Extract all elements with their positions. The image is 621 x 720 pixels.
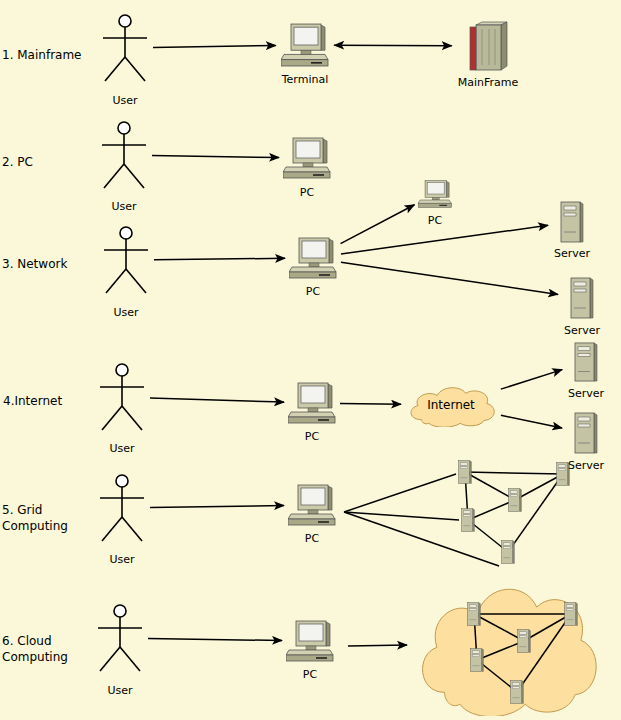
icon-caption: PC [283,186,331,200]
server-icon: Server [566,412,606,474]
user-figure-graphic [102,226,150,294]
row-label: 4.Internet [3,393,123,409]
connector-arrow [150,505,284,507]
user-figure-graphic [98,363,146,431]
mainframe-icon: MainFrame [456,21,521,91]
user-figure-graphic [98,474,146,542]
server-icon: Server [566,342,606,402]
icon-caption: Server [562,324,602,338]
computer-icon: PC [288,484,336,547]
icon-caption: Terminal [280,73,331,87]
computer-icon-graphic [418,180,452,208]
icon-caption: User [96,684,144,698]
icon-caption: Server [566,387,606,401]
connector-arrow [152,155,279,157]
icon-caption: User [98,442,146,456]
user-figure-graphic [100,121,148,189]
connector-arrow [341,225,548,254]
server-icon: Server [552,201,592,262]
icon-caption: User [100,200,148,214]
computer-icon: PC [418,180,452,229]
row-label: 1. Mainframe [2,47,122,63]
row-label: 6. Cloud Computing [2,633,78,665]
icon-caption: PC [288,430,336,444]
icon-caption: PC [289,285,337,299]
icon-caption: User [101,94,149,108]
computer-icon-graphic [288,382,336,424]
row-label: 2. PC [2,154,122,170]
connector-arrow [341,205,415,244]
server-icon: Server [562,277,602,339]
grid-servers [459,461,570,564]
server-icon-graphic [570,277,594,319]
grid-network [344,472,563,566]
connector-arrow [501,370,562,390]
internet-cloud: Internet [405,383,497,427]
computer-icon: PC [283,137,331,201]
computer-icon: Terminal [280,23,331,88]
icon-caption: User [102,306,150,320]
computer-icon-graphic [281,23,329,67]
connector-arrow [153,45,276,47]
mainframe-icon-graphic [468,21,508,71]
computing-cloud [423,589,597,716]
computer-icon-graphic [286,620,334,662]
user-figure-graphic [101,14,149,82]
icon-caption: Server [566,459,606,473]
icon-caption: PC [286,668,334,682]
connector-arrow [340,403,401,405]
computer-icon: PC [286,620,334,683]
row-label: 5. Grid Computing [2,502,78,534]
icon-caption: PC [418,214,452,228]
cloud-servers [468,603,578,704]
computer-icon: PC [288,382,336,445]
cloud-network [474,614,571,692]
row-label: 3. Network [2,256,122,272]
computer-icon-graphic [288,484,336,526]
connector-arrow [341,262,558,294]
user-figure-graphic [96,604,144,672]
computer-icon-graphic [283,137,331,179]
icon-caption: MainFrame [456,76,521,90]
connector-arrow [501,415,562,428]
server-icon-graphic [574,412,598,454]
icon-caption: PC [288,532,336,546]
user-figure: User [101,14,149,109]
user-figure: User [100,121,148,215]
connector-arrow [148,638,282,640]
connector-arrow [154,258,285,259]
server-icon-graphic [574,342,598,382]
icon-caption: User [98,553,146,567]
user-figure: User [98,474,146,568]
cloud-label: Internet [405,397,497,413]
user-figure: User [102,226,150,321]
computer-icon: PC [289,237,337,300]
cloud-arrow [348,645,407,646]
user-figure: User [98,363,146,457]
computer-icon-graphic [289,237,337,279]
server-icon-graphic [560,201,584,243]
user-figure: User [96,604,144,699]
icon-caption: Server [552,247,592,261]
connector-arrow [150,398,284,402]
connector-arrow [334,44,451,46]
